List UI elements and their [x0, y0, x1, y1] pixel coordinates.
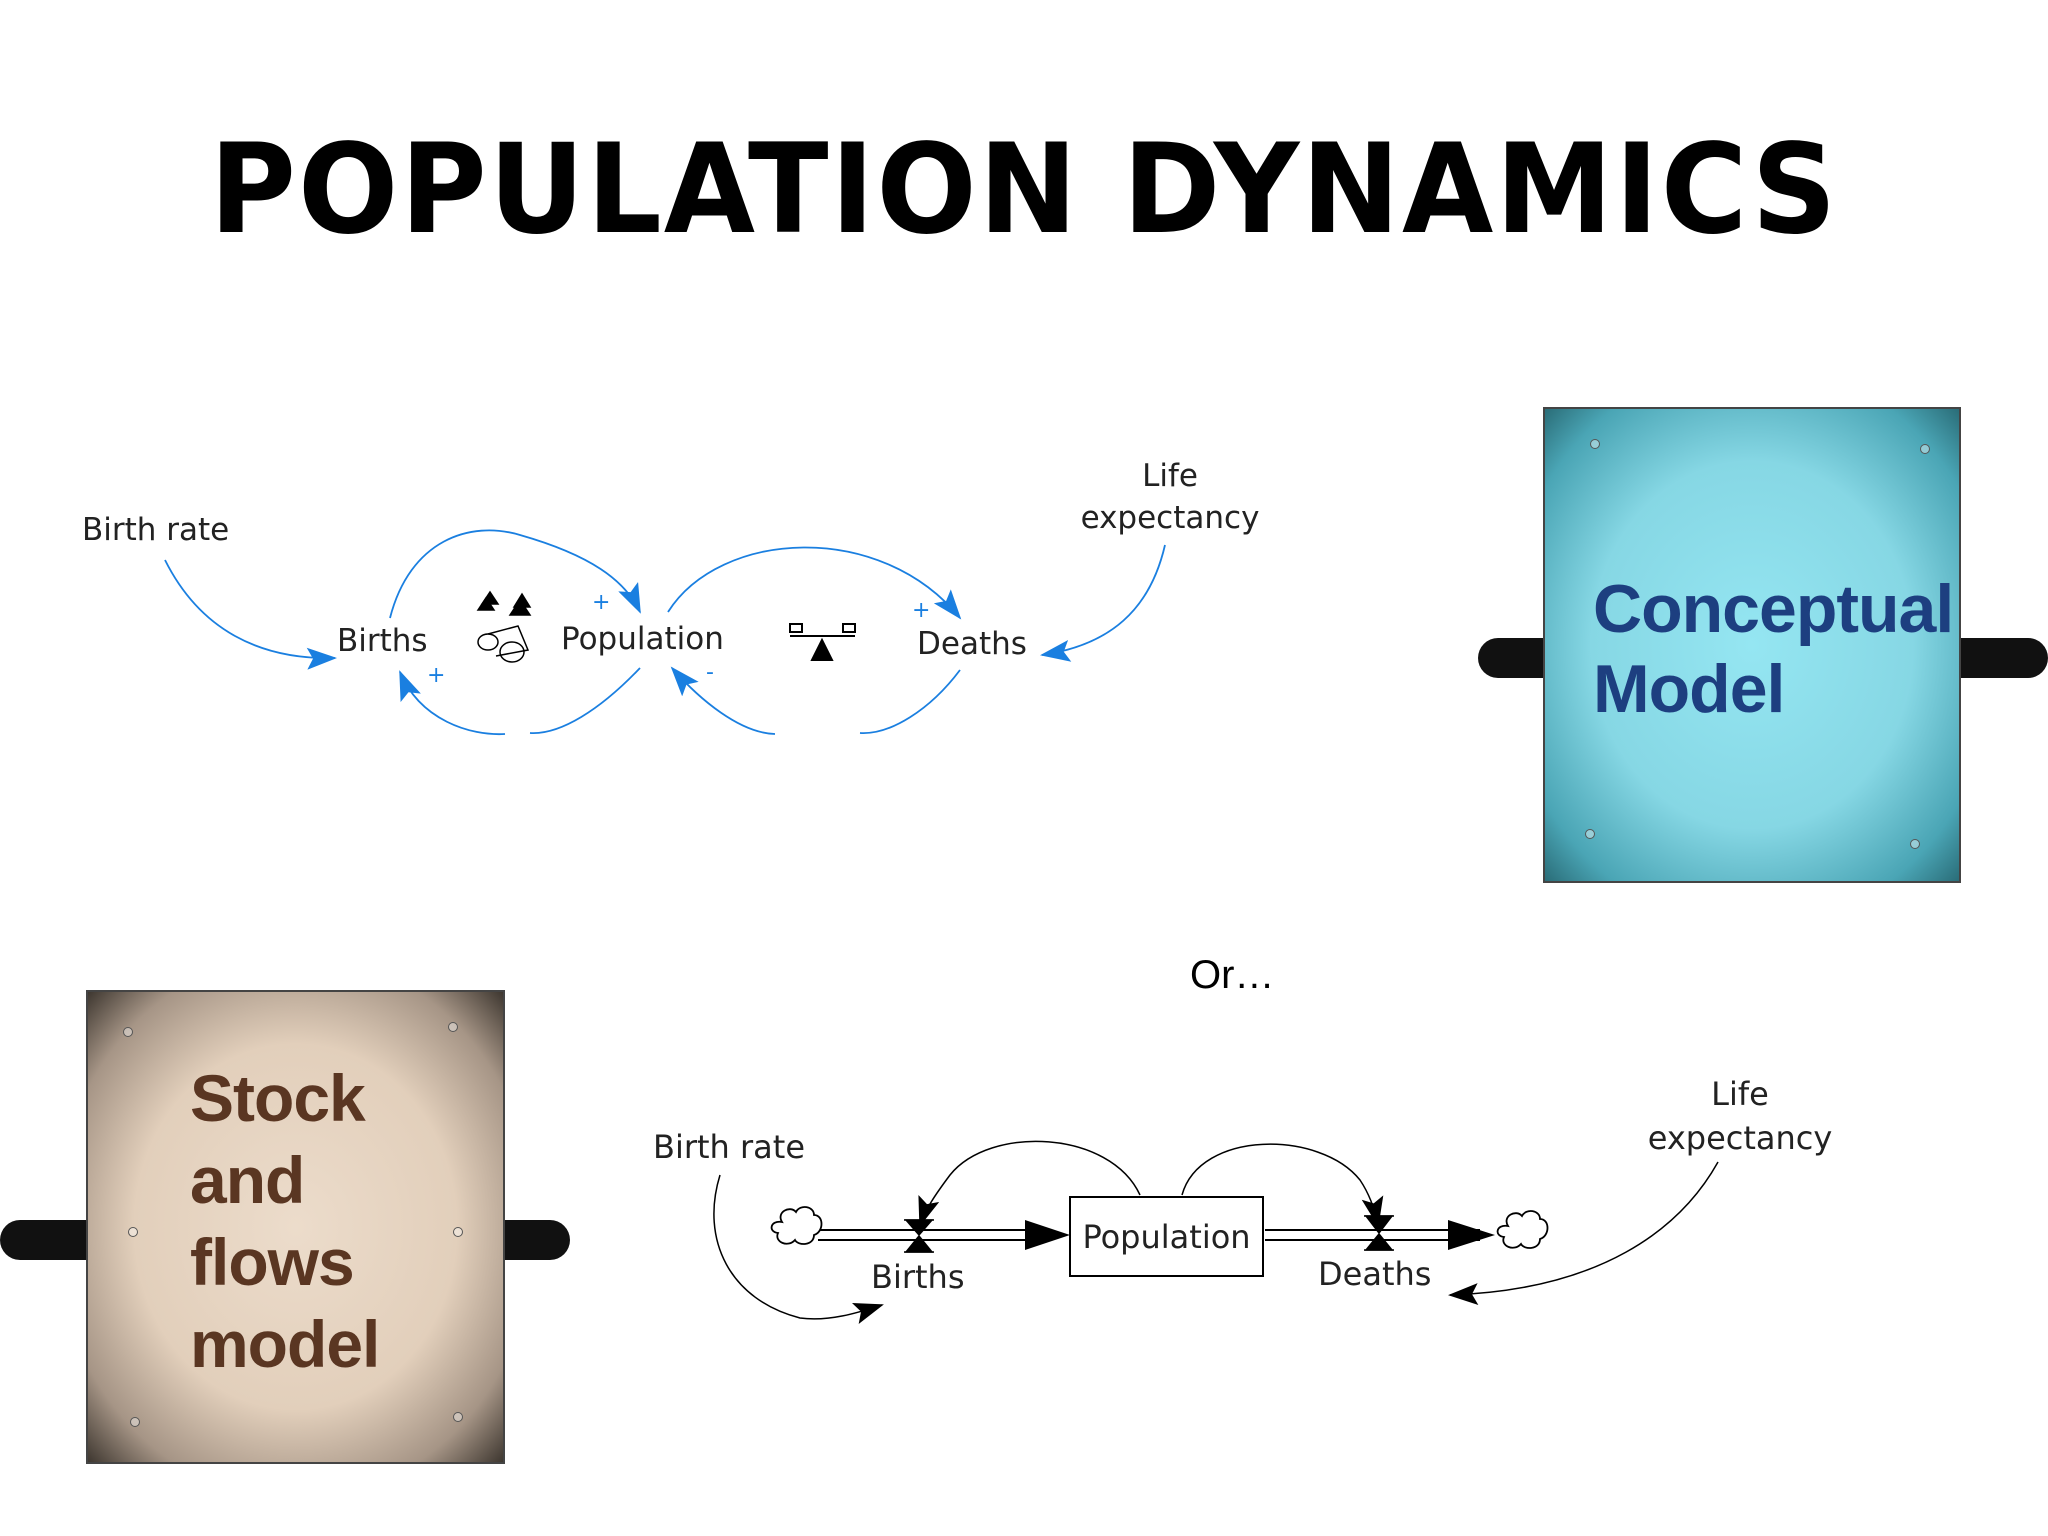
screw [1910, 839, 1920, 849]
deaths-valve [1364, 1215, 1394, 1251]
cld-deaths-label: Deaths [917, 626, 1027, 662]
screw [453, 1412, 463, 1422]
screw [128, 1227, 138, 1237]
sf-birth-rate-label: Birth rate [653, 1128, 805, 1166]
arrow-population-deaths [667, 546, 962, 620]
sf-arrow-birthrate-births [713, 1174, 884, 1324]
arrow-births-population [389, 529, 641, 619]
model-line: Model [1593, 651, 1785, 727]
flows-line: flows [190, 1225, 355, 1299]
cld-expectancy-line: expectancy [1080, 500, 1260, 536]
and-line: and [190, 1143, 305, 1217]
sf-life-line: Life [1711, 1075, 1769, 1113]
conceptual-model-text: Conceptual Model [1593, 569, 1954, 729]
sink-cloud [1496, 1210, 1549, 1249]
sf-births-label: Births [871, 1258, 965, 1296]
screw [1920, 444, 1930, 454]
cld-birth-rate-label: Birth rate [82, 512, 230, 548]
sf-population-label: Population [1082, 1218, 1251, 1256]
source-cloud [770, 1206, 823, 1245]
page-title: POPULATION DYNAMICS [209, 116, 1839, 262]
arrow-deaths-population [859, 669, 961, 734]
sf-life-expectancy-label: Life expectancy [1620, 1075, 1860, 1157]
screw [448, 1022, 458, 1032]
screw [453, 1227, 463, 1237]
arrow-population-births [529, 667, 641, 734]
sf-deaths-label: Deaths [1318, 1255, 1432, 1293]
polarity-plus-population-births: + [427, 663, 446, 688]
model-line: model [190, 1307, 380, 1381]
sf-expectancy-line: expectancy [1647, 1119, 1833, 1157]
polarity-plus-births-population: + [592, 590, 611, 615]
cld-births-label: Births [337, 623, 428, 659]
conceptual-model-board: Conceptual Model [1543, 407, 1961, 883]
polarity-minus-deaths-population: - [706, 660, 714, 685]
birth-icon [476, 590, 532, 663]
sf-arrow-lifeexp-deaths [1448, 1161, 1719, 1306]
screw [1585, 829, 1595, 839]
stock-flows-text: Stock and flows model [190, 1057, 380, 1385]
arrow-lifeexp-deaths [1040, 544, 1166, 662]
or-separator: Or… [1190, 953, 1275, 997]
screw [123, 1027, 133, 1037]
sf-arrow-population-births [918, 1140, 1141, 1227]
cld-population-label: Population [561, 621, 724, 657]
births-valve [904, 1219, 934, 1253]
arrow-birthrate-births [164, 559, 337, 670]
balance-icon [789, 623, 856, 661]
stock-line: Stock [190, 1061, 366, 1135]
sf-arrow-population-deaths [1181, 1143, 1384, 1227]
polarity-plus-population-deaths: + [912, 598, 931, 623]
screw [130, 1417, 140, 1427]
cld-life-expectancy-label: Life expectancy [1060, 458, 1280, 536]
cld-life-line: Life [1142, 458, 1198, 494]
screw [1590, 439, 1600, 449]
stock-flows-board: Stock and flows model [86, 990, 505, 1464]
conceptual-line: Conceptual [1593, 571, 1954, 647]
population-stock-box [1069, 1196, 1264, 1277]
